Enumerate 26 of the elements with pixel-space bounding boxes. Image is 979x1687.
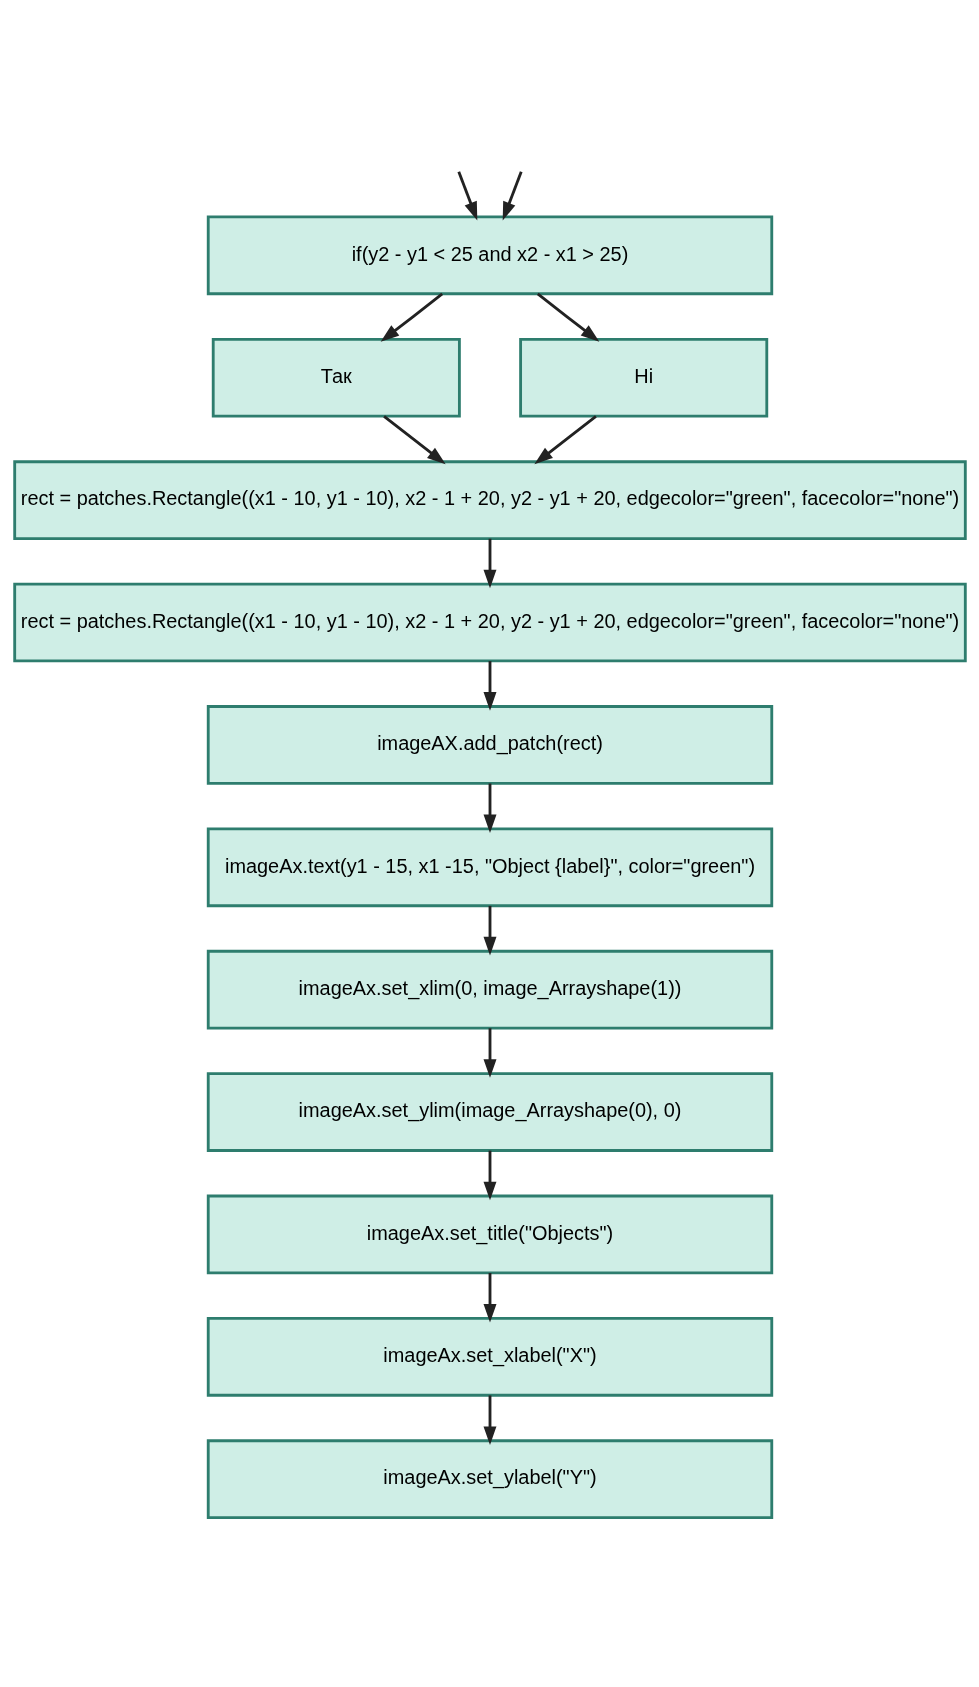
node-box: imageAx.set_xlabel("X") [206,1316,773,1397]
arrow [456,170,477,220]
node-box: imageAx.text(y1 - 15, x1 -15, "Object {label}", color="green") [206,826,773,907]
node-box: rect = patches.Rectangle((x1 - 10, y1 - 10), x2 - 1 + 20, y2 - y1 + 20, edgecolor="green", facecolor="none") [12,459,967,540]
arrow [502,170,523,220]
node-box: if(y2 - y1 < 25 and x2 - x1 > 25) [206,215,773,295]
node-box: Так [211,337,461,418]
arrow [536,292,599,342]
arrow [483,1150,496,1200]
node-box: rect = patches.Rectangle((x1 - 10, y1 - 10), x2 - 1 + 20, y2 - y1 + 20, edgecolor="green", facecolor="none") [12,582,967,662]
arrow [483,538,496,588]
arrow [483,660,496,711]
node-box: imageAx.set_title("Objects") [206,1194,773,1274]
node-box: imageAx.set_ylabel("Y") [206,1438,773,1519]
arrow [483,1394,496,1445]
arrow [483,1027,496,1078]
node-box: imageAX.add_patch(rect) [206,704,773,785]
node-box: imageAx.set_xlim(0, image_Arrayshape(1)) [206,949,773,1029]
arrow [533,414,597,464]
arrow [483,1272,496,1323]
node-box: imageAx.set_ylim(image_Arrayshape(0), 0) [206,1071,773,1152]
arrow [483,905,496,955]
arrow [382,414,446,464]
node-box: Ні [518,337,768,418]
arrow [380,292,443,342]
arrow [483,783,496,833]
